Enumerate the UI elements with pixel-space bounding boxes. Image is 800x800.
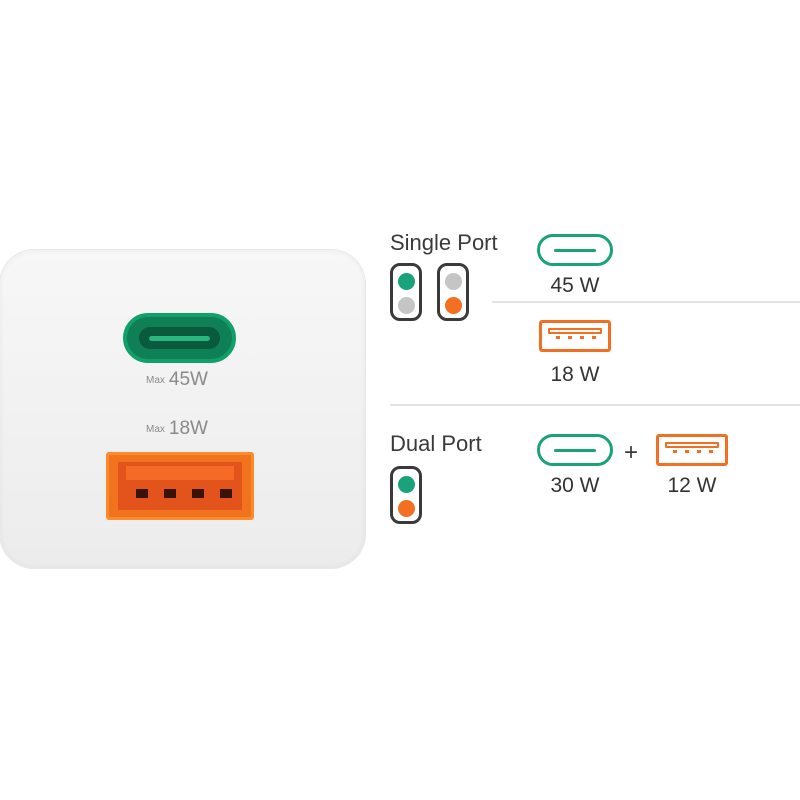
orange-dot-icon [398,500,415,517]
divider [492,301,800,303]
divider [390,404,800,406]
single-port-indicator-usba [437,263,469,321]
usb-c-icon [537,234,613,266]
usb-a-icon [656,434,728,466]
grey-dot-icon [445,273,462,290]
usb-a-max-prefix: Max [146,424,165,435]
green-dot-icon [398,273,415,290]
dual-usbc-watt: 30 W [550,474,600,497]
dual-usba-watt: 12 W [667,474,717,497]
single-usbc-watt: 45 W [550,274,600,297]
usb-a-port [106,452,254,520]
usb-c-max-prefix: Max [146,375,165,386]
dual-port-indicator [390,466,422,524]
single-port-indicator-usbc [390,263,422,321]
dual-port-heading: Dual Port [390,431,482,456]
single-port-heading: Single Port [390,230,498,255]
single-usba-watt: 18 W [550,363,600,386]
grey-dot-icon [398,297,415,314]
usb-a-max-value: 18W [168,418,208,439]
orange-dot-icon [445,297,462,314]
green-dot-icon [398,476,415,493]
usb-a-icon [539,320,611,352]
usb-c-max-value: 45W [168,369,208,390]
charger-body [0,250,365,568]
plus-sign: + [624,439,639,466]
usb-c-icon [537,434,613,466]
usb-c-port [123,313,236,363]
